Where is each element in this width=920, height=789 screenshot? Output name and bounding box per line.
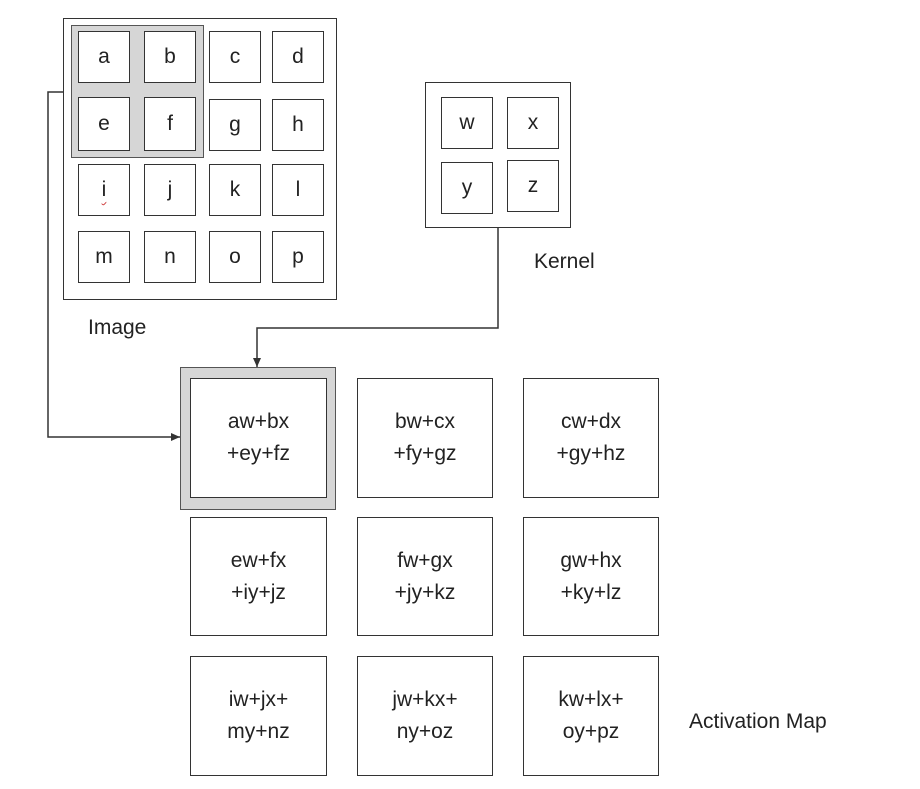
activation-cell-3: ew+fx +iy+jz	[190, 517, 327, 636]
image-cell-label: p	[292, 245, 304, 268]
image-cell-label: l	[295, 178, 301, 201]
activation-cell-6: iw+jx+ my+nz	[190, 656, 327, 776]
image-cell-label: n	[164, 245, 176, 268]
image-cell-label: g	[229, 113, 241, 136]
image-cell-l: l	[272, 164, 324, 216]
image-cell-label: b	[164, 45, 176, 68]
image-cell-a: a	[78, 31, 130, 83]
image-cell-m: m	[78, 231, 130, 283]
image-cell-label: h	[292, 113, 304, 136]
kernel-cell-label: w	[459, 111, 475, 134]
kernel-label: Kernel	[534, 250, 595, 273]
activation-cell-line2: +gy+hz	[556, 442, 626, 465]
activation-cell-line1: ew+fx	[230, 548, 287, 572]
image-cell-label: f	[167, 112, 173, 135]
kernel-cell-label: y	[461, 176, 473, 199]
kernel-cell-label: x	[527, 111, 539, 134]
activation-cell-7: jw+kx+ ny+oz	[357, 656, 493, 776]
image-cell-g: g	[209, 99, 261, 151]
activation-cell-1: bw+cx +fy+gz	[357, 378, 493, 498]
image-cell-label: d	[292, 45, 304, 68]
kernel-cell-x: x	[507, 97, 559, 149]
activation-cell-line1: jw+kx+	[392, 688, 458, 711]
activation-cell-line1: aw+bx	[227, 410, 290, 433]
activation-cell-line2: +jy+kz	[394, 580, 456, 604]
image-cell-f: f	[144, 97, 196, 151]
image-label: Image	[88, 316, 147, 339]
image-cell-i: i	[78, 164, 130, 216]
image-cell-label: c	[229, 45, 241, 68]
activation-cell-line2: my+nz	[227, 720, 290, 743]
image-cell-label: i	[101, 178, 107, 201]
image-cell-b: b	[144, 31, 196, 83]
activation-cell-line1: bw+cx	[394, 410, 456, 433]
image-cell-label: m	[95, 245, 113, 268]
image-cell-k: k	[209, 164, 261, 216]
activation-cell-line2: +ky+lz	[560, 580, 622, 604]
image-cell-j: j	[144, 164, 196, 216]
activation-cell-line1: kw+lx+	[558, 688, 624, 711]
activation-cell-line2: +iy+jz	[231, 580, 286, 604]
image-cell-e: e	[78, 97, 130, 151]
image-cell-p: p	[272, 231, 324, 283]
activation-cell-line1: fw+gx	[397, 548, 453, 572]
image-cell-h: h	[272, 99, 324, 151]
image-cell-label: k	[229, 178, 241, 201]
activation-cell-8: kw+lx+ oy+pz	[523, 656, 659, 776]
image-cell-d: d	[272, 31, 324, 83]
activation-cell-line1: gw+hx	[560, 548, 622, 572]
kernel-cell-z: z	[507, 160, 559, 212]
image-cell-n: n	[144, 231, 196, 283]
activation-cell-line2: +ey+fz	[226, 442, 291, 465]
kernel-cell-y: y	[441, 162, 493, 214]
activation-cell-2: cw+dx +gy+hz	[523, 378, 659, 498]
image-cell-label: j	[167, 178, 173, 201]
kernel-cell-label: z	[527, 174, 539, 197]
activation-cell-line2: ny+oz	[396, 720, 454, 743]
activation-cell-line2: +fy+gz	[393, 442, 457, 465]
activation-cell-5: gw+hx +ky+lz	[523, 517, 659, 636]
activation-cell-4: fw+gx +jy+kz	[357, 517, 493, 636]
activation-cell-line2: oy+pz	[562, 720, 620, 743]
image-cell-c: c	[209, 31, 261, 83]
image-cell-label: e	[98, 112, 110, 135]
image-cell-label: o	[229, 245, 241, 268]
image-cell-label: a	[98, 45, 110, 68]
activation-cell-line1: cw+dx	[560, 410, 622, 433]
kernel-cell-w: w	[441, 97, 493, 149]
activation-cell-0: aw+bx +ey+fz	[190, 378, 327, 498]
activation-cell-line1: iw+jx+	[228, 688, 289, 711]
activation-map-label: Activation Map	[689, 710, 827, 733]
image-cell-o: o	[209, 231, 261, 283]
